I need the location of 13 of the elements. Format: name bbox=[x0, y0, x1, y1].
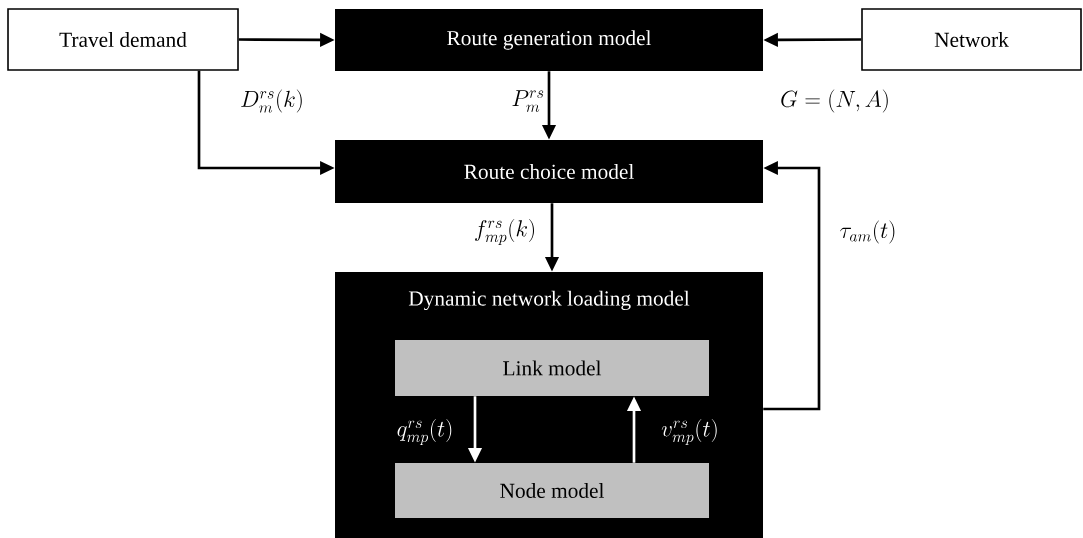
submodel-box: Link model bbox=[395, 340, 709, 396]
input-box: Network bbox=[861, 8, 1082, 71]
edge-label: $f_{mp}^{rs}(k)$ bbox=[472, 217, 538, 247]
process-box: Route generation model bbox=[335, 9, 763, 71]
edge-label: $G=(N,A)$ bbox=[778, 88, 892, 114]
edge-label: $q_{mp}^{rs}(t)$ bbox=[395, 417, 455, 447]
edge-label: $D_m^{rs}(k)$ bbox=[238, 88, 306, 114]
edge-label: $\tau_{am}(t)$ bbox=[838, 219, 898, 245]
process-box: Route choice model bbox=[335, 140, 763, 203]
input-box: Travel demand bbox=[7, 8, 239, 71]
submodel-box: Node model bbox=[395, 463, 709, 518]
edge-label: $P_m^{rs}$ bbox=[510, 88, 546, 114]
edge-label: $v_{mp}^{rs}(t)$ bbox=[659, 417, 721, 447]
